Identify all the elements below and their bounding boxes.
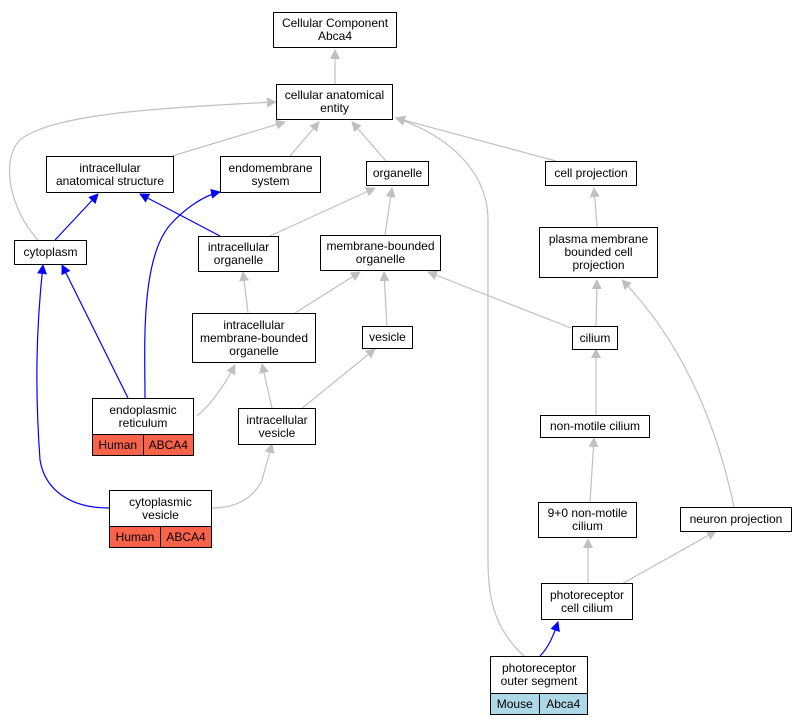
node-er-label: endoplasmic reticulum: [109, 402, 177, 430]
node-imbo[interactable]: intracellular membrane-bounded organelle: [192, 313, 316, 363]
tag-gene: ABCA4: [160, 527, 211, 547]
node-root[interactable]: Cellular Component Abca4: [273, 12, 397, 48]
edge-mbo-organelle: [384, 187, 396, 236]
node-cv-label: cytoplasmic vesicle: [129, 494, 192, 522]
node-pos-label: photoreceptor outer segment: [500, 661, 578, 688]
edge-organelle-cae: [351, 121, 387, 162]
node-np[interactable]: neuron projection: [680, 507, 792, 532]
edge-cellproj-cae: [395, 115, 557, 162]
node-mbo[interactable]: membrane-bounded organelle: [320, 235, 441, 271]
edge-cytoplasm-cae: [8, 97, 277, 241]
node-organelle[interactable]: organelle: [366, 161, 429, 186]
edge-pcc-np: [619, 530, 717, 586]
edge-imbo-mbo: [294, 271, 361, 314]
edge-intraorg-organelle: [269, 187, 376, 237]
edge-pos-cae: [395, 116, 526, 658]
edge-imbo-intraorg: [239, 271, 250, 314]
edge-er-cytoplasm[interactable]: [61, 264, 129, 399]
edge-cilium-mbo: [427, 270, 572, 329]
tag-species: Human: [110, 527, 160, 547]
node-cv-tags: Human ABCA4: [110, 526, 211, 547]
node-ias[interactable]: intracellular anatomical structure: [46, 156, 174, 193]
node-pos[interactable]: photoreceptor outer segment Mouse Abca4: [490, 656, 588, 715]
node-cellproj[interactable]: cell projection: [545, 161, 637, 186]
node-cilium[interactable]: cilium: [572, 326, 618, 350]
node-nine[interactable]: 9+0 non-motile cilium: [538, 502, 637, 538]
edge-pos-pcc[interactable]: [539, 621, 560, 657]
edge-pmbcp-cellproj: [589, 187, 600, 228]
node-cv[interactable]: cytoplasmic vesicle Human ABCA4: [109, 490, 212, 548]
tag-gene: ABCA4: [142, 435, 193, 455]
node-er-tags: Human ABCA4: [93, 434, 193, 455]
node-vesicle[interactable]: vesicle: [362, 326, 413, 349]
node-pmbcp[interactable]: plasma membrane bounded cell projection: [539, 227, 658, 278]
edge-er-endo[interactable]: [144, 188, 221, 399]
edge-np-pmbcp: [621, 279, 735, 508]
tag-species: Human: [93, 435, 143, 455]
node-pos-tags: Mouse Abca4: [491, 693, 587, 714]
edge-er-imbo: [196, 364, 236, 417]
edge-endo-cae: [289, 121, 320, 157]
edge-cilium-pmbcp: [591, 279, 602, 329]
edge-vesicle-mbo: [379, 271, 390, 329]
edge-iv-vesicle: [299, 348, 376, 411]
edge-nine-nmc: [588, 437, 599, 503]
edge-ias-cae: [171, 119, 286, 157]
edge-cytoplasm-ias[interactable]: [54, 193, 99, 241]
node-intraorg[interactable]: intracellular organelle: [198, 236, 279, 272]
tag-species: Mouse: [491, 694, 539, 714]
edge-cv-iv: [211, 443, 275, 509]
node-nmc[interactable]: non-motile cilium: [540, 415, 650, 438]
edge-cv-cytoplasm[interactable]: [36, 264, 110, 509]
node-er[interactable]: endoplasmic reticulum Human ABCA4: [92, 398, 194, 456]
node-endo[interactable]: endomembrane system: [220, 156, 321, 193]
node-iv[interactable]: intracellular vesicle: [238, 408, 316, 445]
node-cae[interactable]: cellular anatomical entity: [276, 84, 393, 120]
edge-iv-imbo: [259, 363, 273, 409]
node-cytoplasm[interactable]: cytoplasm: [14, 240, 87, 265]
tag-gene: Abca4: [538, 694, 587, 714]
node-pcc[interactable]: photoreceptor cell cilium: [541, 583, 633, 620]
